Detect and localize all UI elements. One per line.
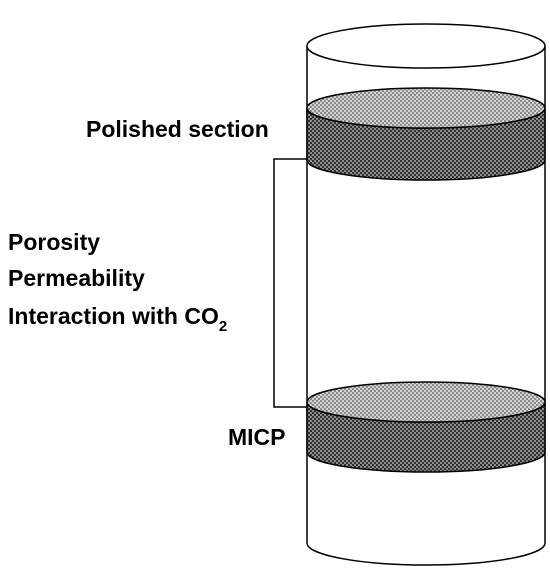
porosity-label: Porosity: [8, 229, 100, 255]
cylinder-top-ellipse: [306, 23, 546, 69]
co2-interaction-label: Interaction with CO2: [8, 303, 227, 335]
permeability-label: Permeability: [8, 265, 145, 291]
cylinder-bottom-edge: [306, 542, 546, 566]
micp-label: MICP: [228, 424, 286, 450]
micp-disc: [306, 381, 546, 473]
bracket-connector: [273, 158, 307, 408]
co2-subscript: 2: [219, 318, 227, 335]
polished-section-disc: [306, 87, 546, 181]
polished-section-label: Polished section: [86, 116, 269, 142]
polished-section-face: [306, 87, 546, 129]
micp-face: [306, 381, 546, 423]
co2-interaction-text: Interaction with CO: [8, 303, 219, 329]
